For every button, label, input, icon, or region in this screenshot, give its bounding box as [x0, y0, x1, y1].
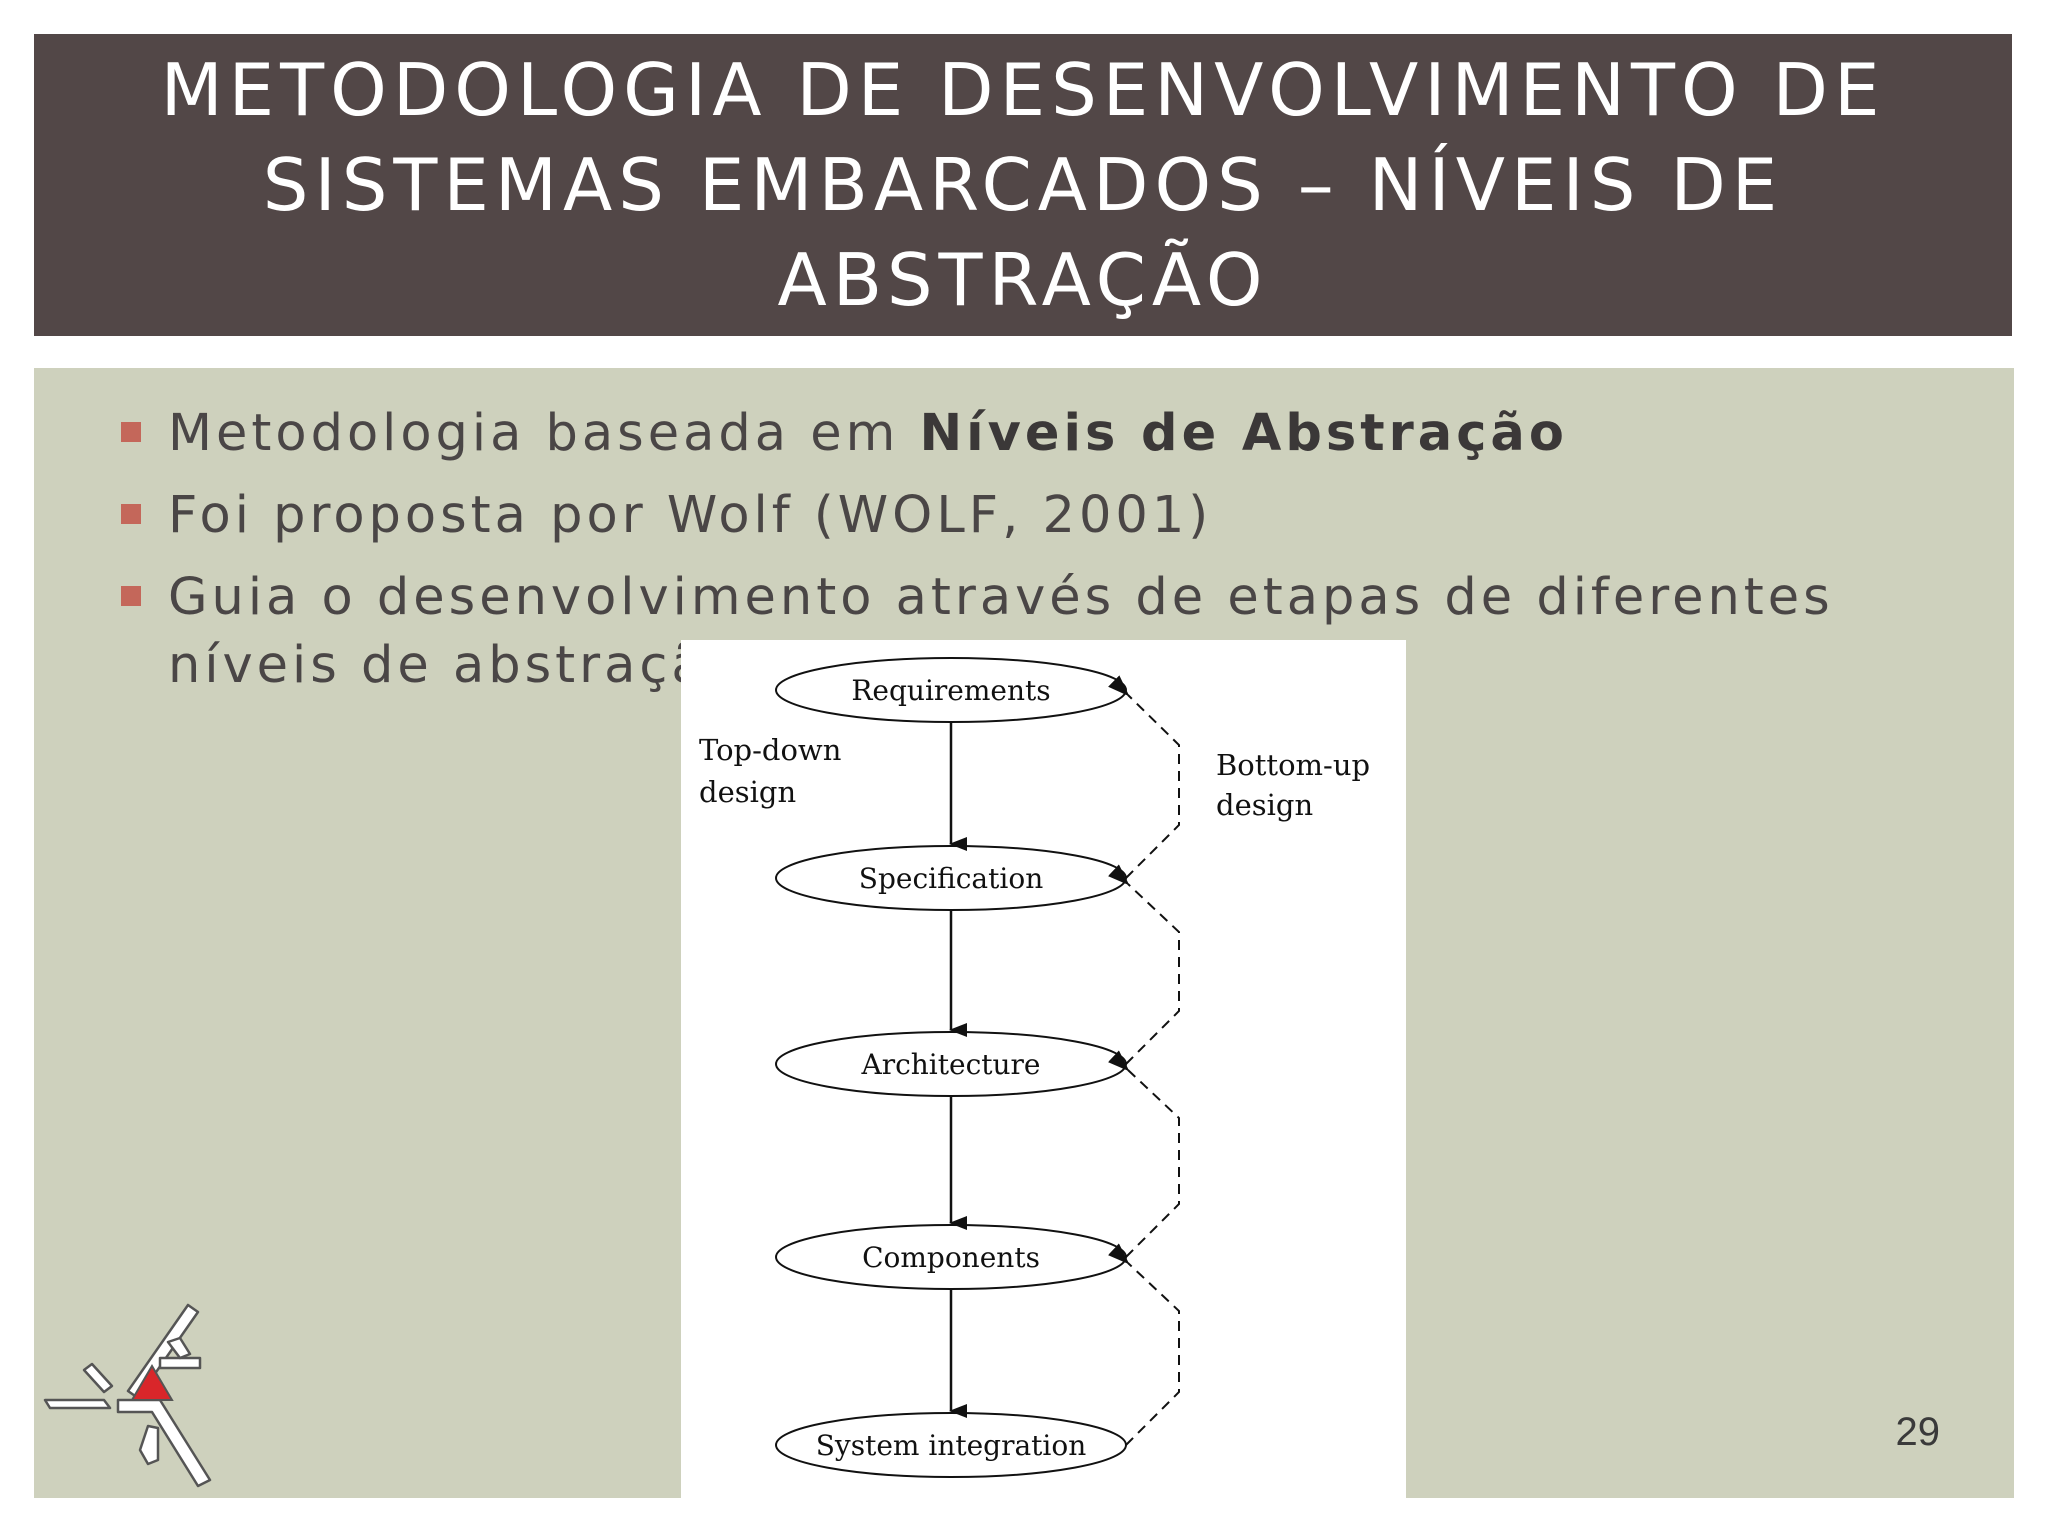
label-line: Bottom-up: [1216, 748, 1370, 782]
node-label: Architecture: [860, 1048, 1040, 1081]
bullet-text: Foi proposta por Wolf (WOLF, 2001): [168, 486, 1213, 545]
bullet-list: Metodologia baseada em Níveis de Abstraç…: [118, 400, 2008, 714]
node-architecture: Architecture: [775, 1031, 1127, 1097]
arrow-up-dashed: [1108, 675, 1180, 879]
bottom-up-label: Bottom-up design: [1216, 748, 1370, 822]
title-bar: METODOLOGIA DE DESENVOLVIMENTO DE SISTEM…: [34, 34, 2012, 336]
bottom-up-arrows: [1107, 675, 1180, 1446]
arrow-up-dashed: [1107, 1050, 1180, 1258]
bullet-bold-text: Níveis de Abstração: [919, 404, 1568, 463]
page-number: 29: [1895, 1410, 1941, 1454]
node-label: Requirements: [851, 674, 1050, 707]
bullet-text: Guia o desenvolvimento através de etapas…: [168, 568, 1834, 695]
label-line: design: [699, 775, 796, 809]
node-label: Components: [862, 1241, 1040, 1274]
arrow-up-dashed: [1107, 1243, 1180, 1446]
node-specification: Specification: [775, 845, 1127, 911]
bullet-item: Foi proposta por Wolf (WOLF, 2001): [118, 482, 2008, 550]
node-label: Specification: [859, 862, 1043, 895]
label-line: design: [1216, 788, 1313, 822]
node-system-integration: System integration: [775, 1412, 1127, 1478]
university-logo: [40, 1300, 220, 1494]
node-label: System integration: [816, 1429, 1087, 1462]
abstraction-levels-diagram: Requirements Specification Architecture …: [681, 640, 1406, 1498]
node-components: Components: [775, 1224, 1127, 1290]
bullet-text: Metodologia baseada em: [168, 404, 920, 463]
bullet-square-icon: [121, 422, 141, 442]
top-down-label: Top-down design: [699, 733, 841, 809]
node-requirements: Requirements: [775, 657, 1127, 723]
bullet-item: Guia o desenvolvimento através de etapas…: [118, 564, 2008, 700]
bullet-square-icon: [121, 504, 141, 524]
label-line: Top-down: [699, 733, 841, 767]
slide-title: METODOLOGIA DE DESENVOLVIMENTO DE SISTEM…: [160, 47, 1886, 322]
arrow-up-dashed: [1107, 864, 1180, 1065]
bullet-square-icon: [121, 586, 141, 606]
bullet-item: Metodologia baseada em Níveis de Abstraç…: [118, 400, 2008, 468]
